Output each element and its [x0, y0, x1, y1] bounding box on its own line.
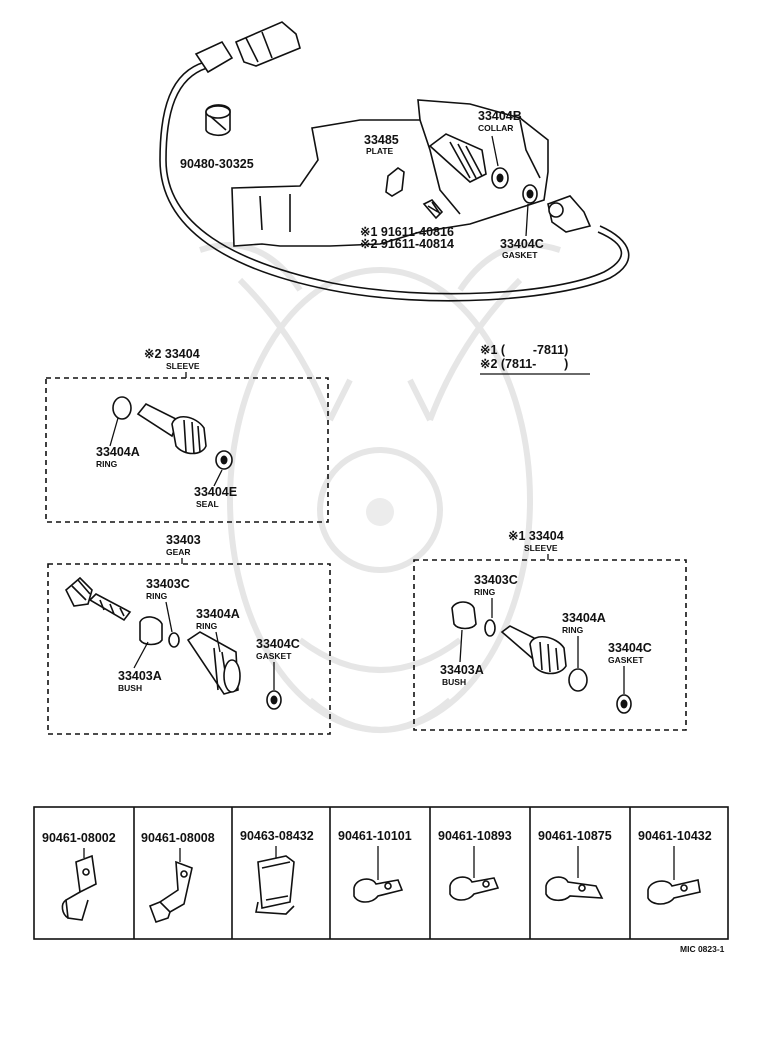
collar-desc: COLLAR [478, 123, 513, 133]
sleeve-1-ring-c-number: 33403C [474, 573, 518, 587]
sleeve-2-seal-desc: SEAL [196, 499, 219, 509]
gear-bush-desc: BUSH [118, 683, 142, 693]
clamp-7-number: 90461-10432 [638, 829, 712, 843]
sleeve-1-box [413, 559, 687, 731]
sleeve-2-seal-number: 33404E [194, 485, 237, 499]
driven-gear-sleeve-installed [428, 133, 538, 204]
sleeve-2-parts [112, 396, 233, 470]
sleeve-1-desc: SLEEVE [524, 543, 558, 553]
screw-icon [422, 199, 444, 220]
speedometer-cable [159, 21, 630, 302]
production-date-legend: ※1 ( -7811) ※2 (7811- ) [480, 343, 590, 375]
gasket-desc: GASKET [502, 250, 538, 260]
clamp-1-number: 90461-08002 [42, 831, 116, 845]
sleeve-1-title: ※1 33404 [508, 529, 564, 543]
sleeve-1-bush-desc: BUSH [442, 677, 466, 687]
clamp-5-number: 90461-10893 [438, 829, 512, 843]
sleeve-1-ring-a-desc: RING [562, 625, 584, 635]
plate-icon [385, 167, 405, 197]
clamp-6-icon [545, 846, 604, 902]
gear-bush-number: 33403A [118, 669, 162, 683]
sleeve-2-desc: SLEEVE [166, 361, 200, 371]
plug-part-number: 90480-30325 [180, 157, 254, 171]
screw-1-part-number: ※1 91611-40816 [360, 225, 454, 239]
gear-box [47, 563, 331, 735]
gear-desc: GEAR [166, 547, 191, 557]
screw-2-part-number: ※2 91611-40814 [360, 237, 454, 251]
transmission-housing [231, 99, 549, 247]
sleeve-1-gasket-desc: GASKET [608, 655, 644, 665]
clamp-1-icon [61, 848, 97, 921]
clamp-6-number: 90461-10875 [538, 829, 612, 843]
gear-parts [65, 576, 282, 710]
sleeve-2-ring-number: 33404A [96, 445, 140, 459]
legend-line-2: ※2 (7811- ) [480, 357, 568, 371]
figure-code: MIC 0823-1 [680, 944, 725, 954]
clamp-7-icon [647, 846, 701, 905]
gear-ring-a-number: 33404A [196, 607, 240, 621]
gear-title: 33403 [166, 533, 201, 547]
sleeve-2-box [45, 377, 329, 523]
legend-line-1: ※1 ( -7811) [480, 343, 568, 357]
gear-ring-c-desc: RING [146, 591, 168, 601]
plate-part-number: 33485 [364, 133, 399, 147]
sleeve-2-title: ※2 33404 [144, 347, 200, 361]
sleeve-1-bush-number: 33403A [440, 663, 484, 677]
clamp-4-number: 90461-10101 [338, 829, 412, 843]
watermark-crest [199, 242, 561, 733]
clamp-2-icon [148, 848, 193, 924]
sleeve-2-ring-desc: RING [96, 459, 118, 469]
clamp-table [33, 806, 729, 940]
gasket-part-number: 33404C [500, 237, 544, 251]
gear-gasket-number: 33404C [256, 637, 300, 651]
clamp-2-number: 90461-08008 [141, 831, 215, 845]
sleeve-1-ring-c-desc: RING [474, 587, 496, 597]
sleeve-1-parts [451, 601, 632, 714]
clamp-3-icon [255, 846, 295, 915]
plug-icon [205, 104, 231, 137]
collar-part-number: 33404B [478, 109, 522, 123]
gear-gasket-desc: GASKET [256, 651, 292, 661]
sleeve-1-gasket-number: 33404C [608, 641, 652, 655]
sleeve-1-ring-a-number: 33404A [562, 611, 606, 625]
clamp-3-number: 90463-08432 [240, 829, 314, 843]
clamp-5-icon [449, 846, 500, 901]
gear-ring-c-number: 33403C [146, 577, 190, 591]
gear-ring-a-desc: RING [196, 621, 218, 631]
plate-desc: PLATE [366, 146, 394, 156]
clamp-4-icon [353, 846, 404, 903]
